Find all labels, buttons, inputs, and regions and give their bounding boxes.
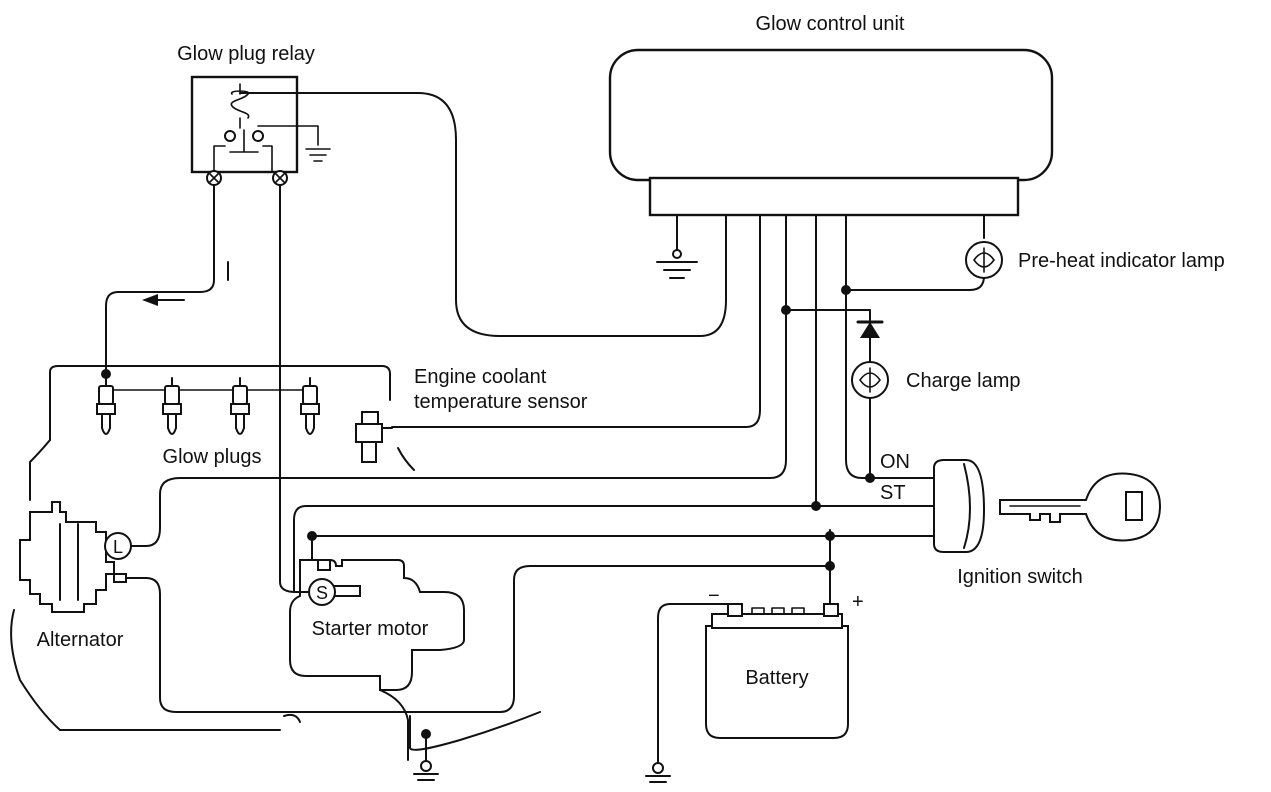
wire-on-to-control-unit <box>845 214 935 479</box>
engine-coolant-label-line1: Engine coolant <box>414 366 547 388</box>
charge-lamp-diode <box>856 320 884 338</box>
ignition-on-label: ON <box>880 451 910 473</box>
relay-ground-symbol <box>305 148 331 162</box>
glow-plug-4 <box>300 377 320 435</box>
battery <box>705 603 849 739</box>
engine-outline-top <box>49 365 391 441</box>
engine-outline-bottom-right <box>409 711 541 751</box>
junction-battery-alternator <box>825 561 835 571</box>
relay-terminal-right <box>272 170 288 186</box>
wire-starter-ground <box>379 689 409 761</box>
glow-control-unit <box>608 48 1054 217</box>
wire-preheat-lamp-return <box>845 261 985 291</box>
starter-terminal-s-label: S <box>316 583 328 603</box>
ignition-switch <box>933 459 986 553</box>
relay-contact-right <box>252 130 264 142</box>
engine-outline-bottom-left <box>10 609 281 731</box>
glow-control-unit-label: Glow control unit <box>756 13 905 35</box>
glow-plug-3 <box>230 377 250 435</box>
wire-alternator-output-to-battery <box>125 565 831 713</box>
control-unit-ground-symbol <box>656 214 698 279</box>
preheat-indicator-lamp <box>965 241 1003 279</box>
alternator-fins <box>59 523 79 601</box>
starter-motor-label: Starter motor <box>312 618 429 640</box>
battery-positive-post <box>823 603 839 617</box>
wire-charge-to-diode <box>785 309 871 321</box>
control-unit-body <box>608 48 1054 182</box>
relay-contact-left <box>224 130 236 142</box>
ignition-switch-label: Ignition switch <box>957 566 1083 588</box>
junction-on-terminal <box>865 473 875 483</box>
engine-ground-symbol <box>413 760 439 781</box>
wire-battery-negative-ground <box>657 603 735 763</box>
glow-plug-2 <box>162 377 182 435</box>
battery-case <box>705 625 849 739</box>
starter-motor <box>289 559 465 691</box>
battery-negative-label: − <box>708 585 720 607</box>
ignition-key-icon <box>999 472 1162 542</box>
junction-starter-b <box>307 531 317 541</box>
glow-plugs-label: Glow plugs <box>163 446 262 468</box>
charge-lamp <box>851 361 889 399</box>
alternator <box>19 501 132 613</box>
ignition-st-label: ST <box>880 482 906 504</box>
glow-plug-relay-label: Glow plug relay <box>177 43 315 65</box>
control-unit-connector <box>648 176 1020 217</box>
alternator-terminal-l-label: L <box>113 537 123 557</box>
battery-negative-post <box>727 603 743 617</box>
alternator-label: Alternator <box>37 629 124 651</box>
engine-coolant-label-line2: temperature sensor <box>414 391 588 413</box>
preheat-indicator-lamp-label: Pre-heat indicator lamp <box>1018 250 1225 272</box>
wire-sensor-to-control-unit <box>391 214 761 428</box>
arrow-head <box>142 294 158 306</box>
engine-outline-foot <box>283 713 301 723</box>
wire-relay-into-starter-s <box>279 531 310 593</box>
glow-plug-1 <box>96 373 116 435</box>
wire-alternator-l-to-charge-lamp <box>130 309 787 547</box>
battery-label: Battery <box>745 667 808 689</box>
engine-coolant-temperature-sensor <box>355 411 393 463</box>
wire-relay-to-glow-plugs <box>105 184 215 374</box>
wire-ignition-st-to-starter <box>293 505 935 593</box>
junction-battery-ignition <box>825 531 835 541</box>
relay-terminal-left <box>206 170 222 186</box>
engine-outline-left <box>29 439 51 501</box>
ignition-switch-body <box>933 459 986 553</box>
starter-b-terminal <box>317 559 331 571</box>
battery-top <box>711 613 843 629</box>
wire-relay-coil-to-control-unit <box>239 92 727 337</box>
battery-positive-label: + <box>852 591 864 613</box>
junction-st-control <box>811 501 821 511</box>
engine-outline-sensor <box>397 447 415 471</box>
alternator-body <box>19 501 115 613</box>
battery-caps <box>751 607 805 615</box>
starter-solenoid-terminal <box>333 585 361 597</box>
battery-ground-symbol <box>645 762 671 783</box>
charge-lamp-label: Charge lamp <box>906 370 1021 392</box>
alternator-output-terminal <box>113 573 127 583</box>
